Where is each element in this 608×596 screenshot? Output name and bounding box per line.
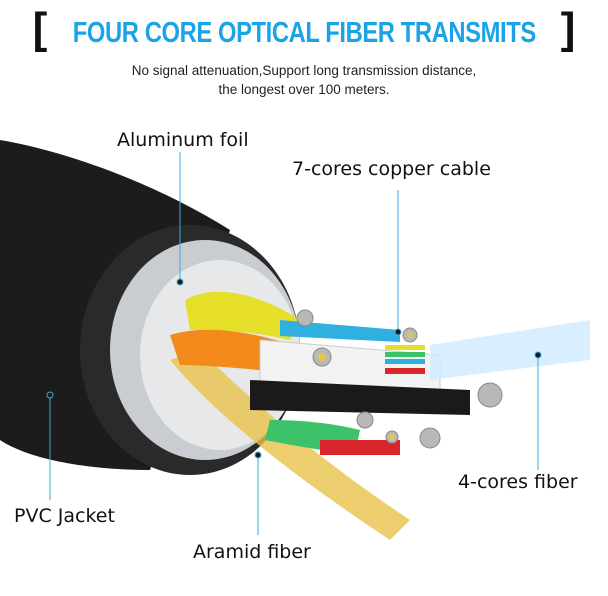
header-title: [ FOUR CORE OPTICAL FIBER TRANSMITS ] <box>32 4 576 53</box>
label-fiber: 4-cores fiber <box>458 471 578 493</box>
core-blue <box>280 320 400 342</box>
core-yellow <box>185 291 300 340</box>
core-black <box>250 380 470 415</box>
label-aramid-fiber: Aramid fiber <box>193 541 311 563</box>
label-aluminum-foil: Aluminum foil <box>117 129 249 151</box>
aramid-strands <box>170 350 410 540</box>
label-copper-cable: 7-cores copper cable <box>292 158 491 180</box>
label-pvc-jacket: PVC Jacket <box>14 505 115 527</box>
core-red <box>320 440 400 455</box>
bracket-right: ] <box>560 4 576 53</box>
header-subtitle: No signal attenuation,Support long trans… <box>131 63 477 97</box>
optical-fibers <box>430 320 590 380</box>
bracket-left: [ <box>32 4 48 53</box>
